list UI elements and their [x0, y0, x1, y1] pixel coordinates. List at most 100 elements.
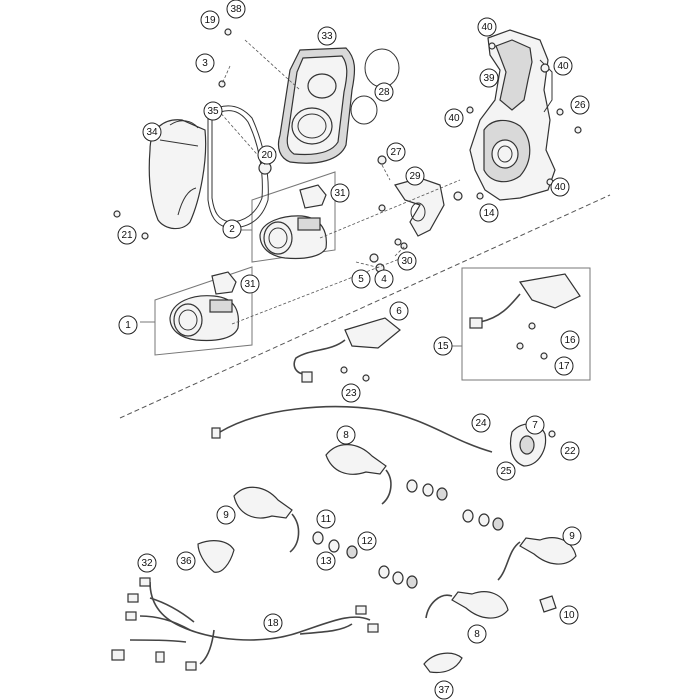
callout-31b: 31: [240, 274, 260, 294]
oring-small: [350, 95, 378, 125]
callout-number: 20: [261, 150, 273, 161]
callout-circle: [216, 505, 236, 525]
callout-24: 24: [471, 413, 491, 433]
turn-signal-8b: [451, 591, 509, 619]
callout-number: 1: [125, 320, 131, 331]
callout-circle: [560, 441, 580, 461]
callout-number: 39: [483, 73, 495, 84]
callout-35: 35: [203, 101, 223, 121]
callout-circle: [257, 145, 277, 165]
callout-circle: [200, 10, 220, 30]
callout-circle: [117, 225, 137, 245]
lens-37: [423, 652, 463, 674]
callout-circle: [142, 122, 162, 142]
callout-number: 22: [564, 446, 576, 457]
callout-2: 2: [222, 219, 242, 239]
callout-circle: [203, 101, 223, 121]
callout-number: 4: [381, 274, 387, 285]
callout-number: 30: [401, 256, 413, 267]
callout-number: 27: [390, 147, 402, 158]
callout-number: 6: [396, 306, 402, 317]
callout-circle: [316, 551, 336, 571]
callout-circle: [479, 203, 499, 223]
callout-number: 29: [409, 171, 421, 182]
callout-22: 22: [560, 441, 580, 461]
callout-number: 34: [146, 127, 158, 138]
callout-number: 21: [121, 230, 133, 241]
callout-number: 40: [557, 61, 569, 72]
oring-large: [364, 48, 400, 88]
callout-37: 37: [434, 680, 454, 700]
callout-circle: [341, 383, 361, 403]
callout-number: 18: [267, 618, 279, 629]
callout-number: 28: [378, 87, 390, 98]
callout-circle: [222, 219, 242, 239]
callout-10: 10: [559, 605, 579, 625]
callout-circle: [467, 624, 487, 644]
callout-circle: [553, 56, 573, 76]
callout-number: 32: [141, 558, 153, 569]
callout-39: 39: [479, 68, 499, 88]
callout-circle: [479, 68, 499, 88]
callout-circle: [471, 413, 491, 433]
callout-number: 31: [244, 279, 256, 290]
callout-number: 33: [321, 31, 333, 42]
callout-number: 5: [358, 274, 364, 285]
callout-number: 3: [202, 58, 208, 69]
group-box-15: [461, 267, 591, 381]
plate-light-6: [344, 317, 401, 349]
callout-number: 14: [483, 208, 495, 219]
callout-number: 11: [321, 514, 332, 525]
callout-number: 12: [361, 536, 373, 547]
callout-circle: [559, 605, 579, 625]
callout-circle: [405, 166, 425, 186]
callout-number: 26: [574, 100, 586, 111]
callout-circle: [374, 82, 394, 102]
callout-17: 17: [554, 356, 574, 376]
callout-30: 30: [397, 251, 417, 271]
callout-circle: [357, 531, 377, 551]
callout-20: 20: [257, 145, 277, 165]
callout-3: 3: [195, 53, 215, 73]
callout-number: 24: [475, 418, 487, 429]
callout-12: 12: [357, 531, 377, 551]
callout-5: 5: [351, 269, 371, 289]
callout-circle: [317, 26, 337, 46]
callout-circle: [562, 526, 582, 546]
grommets-nuts: [312, 479, 504, 589]
section-divider: [119, 194, 611, 419]
callout-number: 37: [438, 685, 450, 696]
callout-circle: [525, 415, 545, 435]
callout-number: 38: [230, 4, 242, 15]
callout-circle: [118, 315, 138, 335]
callout-circle: [433, 336, 453, 356]
callout-1: 1: [118, 315, 138, 335]
harness-connectors: [111, 577, 379, 671]
callout-9b: 9: [562, 526, 582, 546]
callout-40a: 40: [477, 17, 497, 37]
callout-circle: [226, 0, 246, 19]
callout-14: 14: [479, 203, 499, 223]
callout-number: 16: [564, 335, 576, 346]
led-unit-15: [518, 273, 581, 309]
callout-circle: [560, 330, 580, 350]
callout-40d: 40: [550, 177, 570, 197]
callout-number: 9: [223, 510, 229, 521]
callout-8b: 8: [467, 624, 487, 644]
callout-15: 15: [433, 336, 453, 356]
callout-circle: [496, 461, 516, 481]
callout-circle: [330, 183, 350, 203]
callout-4: 4: [374, 269, 394, 289]
callout-8a: 8: [336, 425, 356, 445]
callout-29: 29: [405, 166, 425, 186]
bulb-31b: [211, 271, 237, 295]
callout-number: 35: [207, 106, 219, 117]
callout-number: 17: [558, 361, 570, 372]
cable-24: [219, 405, 493, 453]
leader-lines: [217, 39, 461, 325]
callout-circle: [389, 301, 409, 321]
callout-number: 8: [474, 629, 480, 640]
callout-6: 6: [389, 301, 409, 321]
callout-circle: [336, 425, 356, 445]
